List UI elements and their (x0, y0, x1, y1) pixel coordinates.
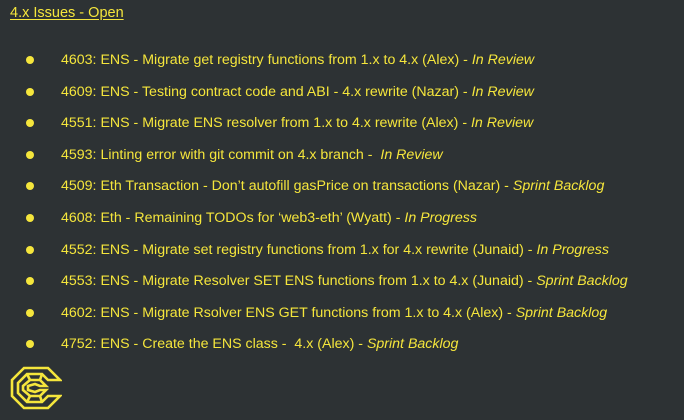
issue-description: 4552: ENS - Migrate set registry functio… (61, 241, 537, 258)
bullet-icon (26, 119, 34, 128)
bullet-icon (26, 308, 34, 317)
issue-text: 4593: Linting error with git commit on 4… (61, 145, 443, 165)
issue-description: 4609: ENS - Testing contract code and AB… (61, 83, 472, 100)
slide-title: 4.x Issues - Open (10, 5, 124, 21)
issue-text: 4552: ENS - Migrate set registry functio… (61, 240, 609, 260)
bullet-icon (26, 87, 34, 96)
issue-text: 4509: Eth Transaction - Don’t autofill g… (61, 176, 604, 196)
issue-text: 4609: ENS - Testing contract code and AB… (61, 82, 534, 102)
issue-status: In Review (380, 146, 443, 163)
issue-status: Sprint Backlog (512, 178, 605, 195)
issue-status: In Review (471, 52, 535, 68)
issue-description: 4553: ENS - Migrate Resolver SET ENS fun… (61, 273, 537, 290)
issue-status: Sprint Backlog (536, 273, 628, 290)
issue-text: 4602: ENS - Migrate Rsolver ENS GET func… (61, 303, 607, 323)
bullet-icon (26, 150, 34, 159)
issue-description: 4608: Eth - Remaining TODOs for ‘web3-et… (61, 209, 405, 226)
issue-status: Sprint Backlog (515, 304, 608, 321)
issue-status: Sprint Backlog (366, 336, 459, 353)
logo-svg (10, 366, 64, 410)
issue-text: 4608: Eth - Remaining TODOs for ‘web3-et… (61, 208, 477, 228)
chainsafe-logo-icon (8, 364, 64, 412)
issue-text: 4551: ENS - Migrate ENS resolver from 1.… (61, 113, 533, 133)
bullet-icon (26, 56, 34, 64)
issue-text: 4752: ENS - Create the ENS class - 4.x (… (61, 334, 458, 354)
issue-status: In Progress (404, 209, 477, 226)
issue-text: 4603: ENS - Migrate get registry functio… (61, 50, 534, 70)
issue-text: 4553: ENS - Migrate Resolver SET ENS fun… (61, 271, 628, 291)
issue-description: 4603: ENS - Migrate get registry functio… (61, 52, 472, 68)
issue-status: In Review (470, 115, 534, 132)
issue-description: 4509: Eth Transaction - Don’t autofill g… (61, 178, 513, 195)
issue-status: In Progress (536, 241, 609, 258)
bullet-icon (26, 182, 34, 191)
bullet-icon (26, 340, 34, 349)
bullet-icon (26, 277, 34, 286)
issue-description: 4602: ENS - Migrate Rsolver ENS GET func… (61, 304, 516, 321)
issue-description: 4593: Linting error with git commit on 4… (61, 146, 381, 163)
issue-description: 4752: ENS - Create the ENS class - 4.x (… (61, 336, 367, 353)
issue-status: In Review (471, 83, 534, 100)
issue-description: 4551: ENS - Migrate ENS resolver from 1.… (61, 115, 471, 132)
bullet-icon (26, 213, 34, 222)
bullet-icon (26, 245, 34, 254)
